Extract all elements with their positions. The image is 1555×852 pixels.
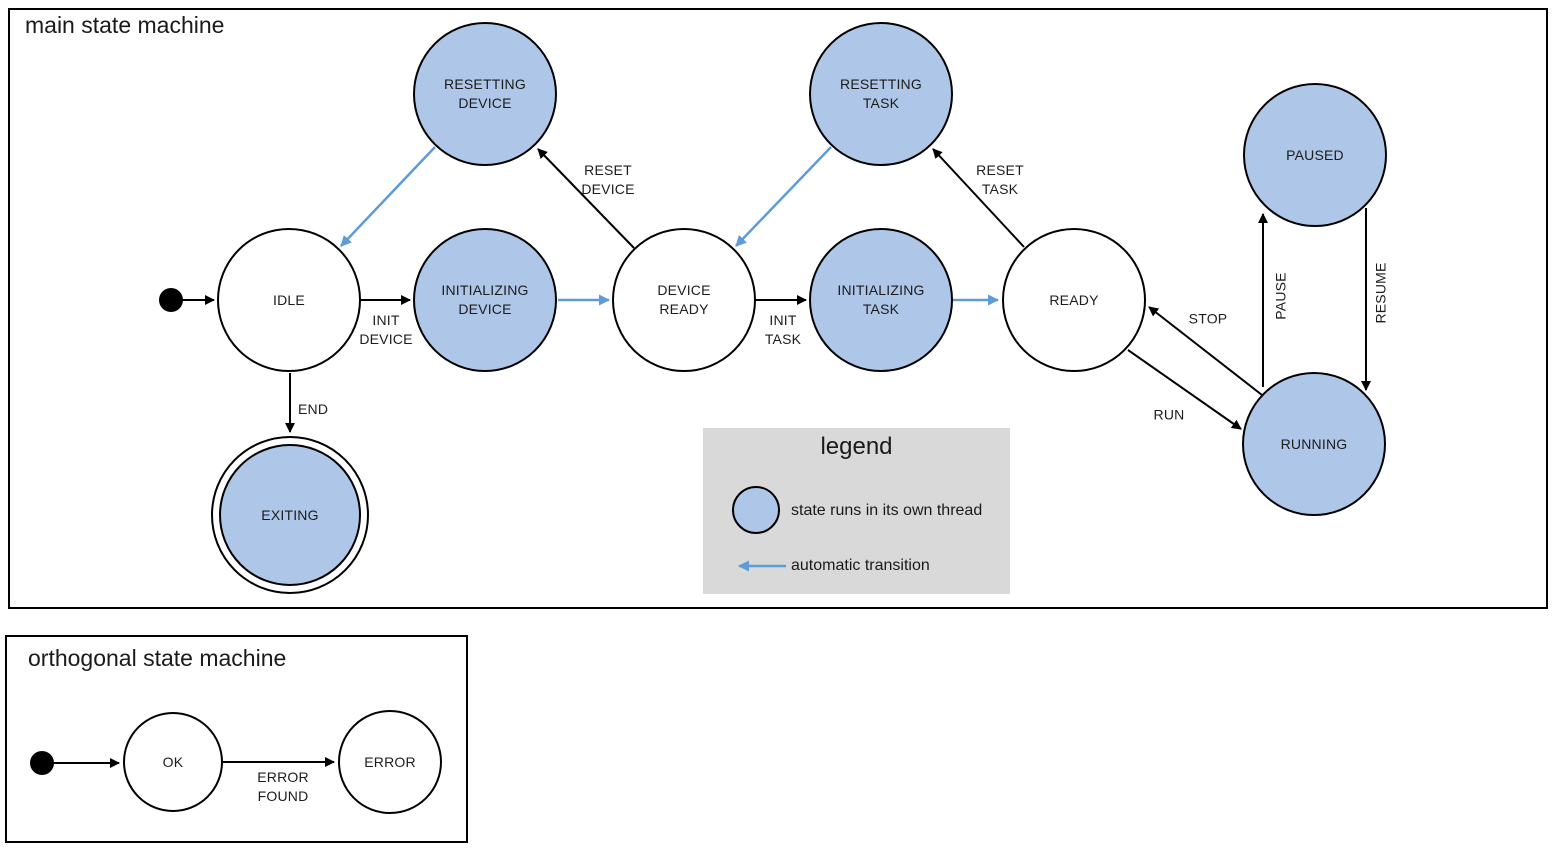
state-resetting-device: RESETTING DEVICE	[413, 22, 557, 166]
state-ok: OK	[123, 712, 223, 812]
transition-label-run: RUN	[1153, 406, 1185, 423]
state-paused: PAUSED	[1243, 83, 1387, 227]
state-error: ERROR	[338, 710, 442, 814]
state-exiting-label: EXITING	[261, 506, 319, 523]
state-idle-label: IDLE	[273, 291, 305, 308]
state-device-ready-label: DEVICE READY	[657, 282, 711, 317]
state-resetting-task: RESETTING TASK	[809, 22, 953, 166]
state-paused-label: PAUSED	[1286, 146, 1344, 163]
state-ready: READY	[1002, 228, 1146, 372]
state-initializing-device-label: INITIALIZING DEVICE	[441, 282, 529, 317]
transition-label-init-device: INIT DEVICE	[359, 312, 413, 347]
transition-label-reset-task: RESET TASK	[976, 162, 1024, 197]
transition-label-pause: PAUSE	[1272, 272, 1289, 320]
orthogonal-state-machine-title: orthogonal state machine	[28, 645, 287, 671]
legend-threaded-state-label: state runs in its own thread	[791, 502, 983, 519]
state-exiting: EXITING	[219, 444, 361, 586]
transition-label-init-task: INIT TASK	[764, 312, 802, 347]
state-resetting-device-label: RESETTING DEVICE	[444, 76, 526, 111]
state-initializing-task: INITIALIZING TASK	[809, 228, 953, 372]
main-state-machine-title: main state machine	[25, 12, 225, 38]
state-idle: IDLE	[217, 228, 361, 372]
state-resetting-task-label: RESETTING TASK	[840, 76, 922, 111]
transition-label-end: END	[298, 401, 329, 417]
state-initializing-device: INITIALIZING DEVICE	[413, 228, 557, 372]
transition-label-resume: RESUME	[1372, 262, 1389, 324]
legend-threaded-state-icon	[732, 486, 780, 534]
transition-label-error-found: ERROR FOUND	[257, 769, 309, 804]
state-device-ready: DEVICE READY	[612, 228, 756, 372]
transition-label-reset-device: RESET DEVICE	[581, 162, 635, 197]
state-ok-label: OK	[162, 753, 184, 770]
state-error-label: ERROR	[364, 753, 416, 770]
state-initializing-task-label: INITIALIZING TASK	[837, 282, 925, 317]
state-running-label: RUNNING	[1280, 435, 1348, 452]
state-running: RUNNING	[1242, 372, 1386, 516]
transition-label-stop: STOP	[1188, 310, 1228, 327]
legend-title: legend	[820, 433, 893, 460]
state-exiting-final: EXITING	[211, 436, 369, 594]
state-ready-label: READY	[1049, 291, 1099, 308]
legend-automatic-transition-label: automatic transition	[791, 557, 930, 574]
